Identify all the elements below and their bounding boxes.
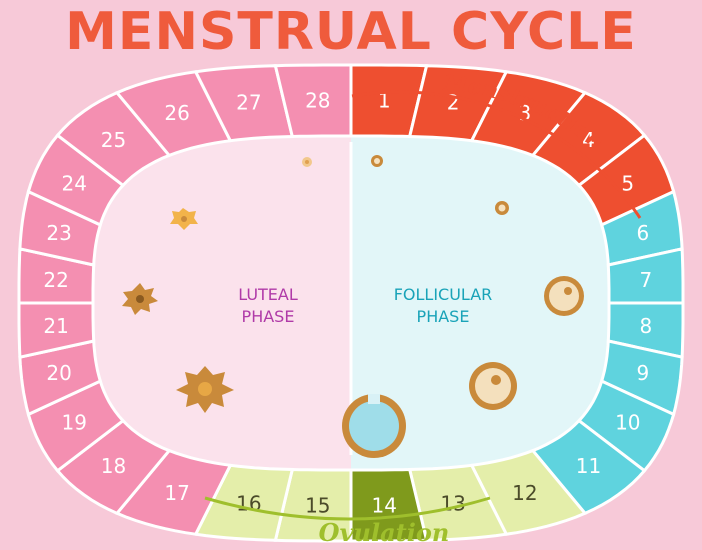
- day-label-15: 15: [305, 493, 330, 517]
- luteal-phase-area: [93, 136, 351, 470]
- day-label-14: 14: [371, 493, 396, 517]
- day-label-21: 21: [43, 314, 68, 338]
- day-label-22: 22: [43, 268, 68, 292]
- day-label-6: 6: [637, 221, 650, 245]
- day-label-25: 25: [101, 128, 126, 152]
- day-label-26: 26: [164, 101, 189, 125]
- luteal-label-line1: LUTEAL: [238, 285, 298, 304]
- follicle-icon-4: [469, 362, 517, 410]
- follicular-label-line2: PHASE: [417, 307, 470, 326]
- follicle-icon-2: [495, 201, 509, 215]
- day-label-7: 7: [640, 268, 653, 292]
- day-label-23: 23: [46, 221, 71, 245]
- day-segment-28: [273, 63, 353, 139]
- corpus-luteum-icon-4: [176, 366, 234, 413]
- day-label-28: 28: [305, 89, 330, 113]
- ovulation-arc: [204, 496, 491, 521]
- page-title: MENSTRUAL CYCLE: [65, 2, 637, 62]
- menstruation-arc: [351, 90, 642, 219]
- follicle-icon-1: [371, 155, 383, 167]
- day-label-11: 11: [576, 454, 601, 478]
- ovulation-label: Ovulation: [319, 518, 450, 547]
- day-label-4: 4: [582, 128, 595, 152]
- day-label-8: 8: [640, 314, 653, 338]
- day-label-10: 10: [615, 410, 640, 434]
- day-label-5: 5: [621, 172, 634, 196]
- follicle-icon-3: [544, 276, 584, 316]
- day-label-9: 9: [637, 361, 650, 385]
- day-label-1: 1: [378, 89, 391, 113]
- day-label-12: 12: [512, 481, 537, 505]
- corpus-luteum-icon-3: [122, 283, 158, 315]
- follicular-label-line1: FOLLICULAR: [394, 285, 493, 304]
- day-label-20: 20: [46, 361, 71, 385]
- day-label-17: 17: [164, 481, 189, 505]
- day-label-19: 19: [61, 410, 86, 434]
- corpus-luteum-icon-1: [302, 157, 312, 167]
- day-label-18: 18: [101, 454, 126, 478]
- follicular-phase-area: [351, 136, 609, 470]
- day-label-27: 27: [236, 91, 261, 115]
- day-label-24: 24: [61, 172, 86, 196]
- luteal-label-line2: PHASE: [242, 307, 295, 326]
- ovulating-follicle-icon: [342, 394, 406, 458]
- day-label-13: 13: [440, 491, 465, 515]
- corpus-luteum-icon-2: [170, 208, 198, 230]
